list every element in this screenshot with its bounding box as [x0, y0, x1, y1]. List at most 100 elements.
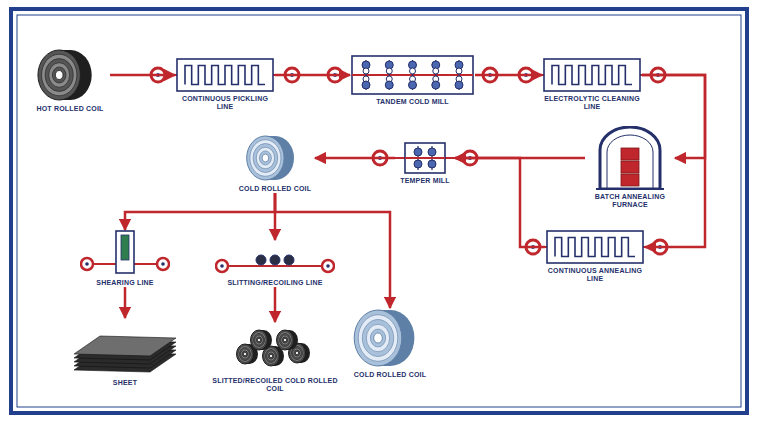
slit-icon	[216, 255, 334, 272]
equipment-icon	[30, 48, 110, 102]
process-node: SLITTING/RECOILING LINE	[215, 240, 335, 287]
coil-wrap	[362, 320, 393, 357]
coldcoil-icon	[354, 310, 414, 366]
coil-wrap	[250, 140, 281, 177]
strip-loop	[555, 237, 635, 256]
process-label: COLD ROLLED COIL	[350, 371, 430, 379]
mill-roll	[455, 81, 463, 89]
flow-connector	[315, 157, 395, 160]
process-label: TANDEM COLD MILL	[350, 98, 475, 106]
coil-wrap	[370, 329, 385, 347]
furnace-base	[596, 188, 664, 190]
process-node: COLD ROLLED COIL	[235, 134, 315, 193]
process-label: CONTINUOUS PICKLING LINE	[175, 95, 275, 111]
flow-connector	[125, 193, 275, 230]
process-node: COLD ROLLED COIL	[350, 308, 430, 379]
equipment-icon	[350, 55, 475, 95]
mill-roll	[428, 148, 436, 156]
mill-roll	[428, 160, 436, 168]
mill-roll	[433, 68, 439, 74]
mill-roll	[409, 81, 417, 89]
coil-wrap	[279, 333, 290, 346]
coil-wrap	[264, 348, 278, 365]
mill-roll	[410, 68, 416, 74]
reel-hub	[161, 262, 165, 266]
coil-wrap	[45, 59, 73, 92]
coil-wrap	[252, 332, 266, 349]
coil-eye	[262, 154, 269, 162]
process-node: SLITTED/RECOILED COLD ROLLED COIL	[210, 322, 340, 393]
coil-face	[277, 330, 294, 350]
reel	[81, 258, 93, 270]
coil-wrap	[49, 63, 70, 88]
mill-roll	[414, 160, 422, 168]
furnace-inner	[607, 135, 653, 189]
mill-roll	[363, 68, 369, 74]
coil-face	[247, 136, 284, 180]
mill-roll	[385, 81, 393, 89]
coil-wrap	[52, 67, 66, 83]
process-label: ELECTROLYTIC CLEANING LINE	[542, 95, 642, 111]
equipment-icon	[585, 126, 675, 190]
coil-wrap	[242, 351, 247, 357]
process-label: CONTINUOUS ANNEALING LINE	[545, 267, 645, 283]
mill-roll	[432, 81, 440, 89]
inner-frame	[17, 15, 741, 407]
coil-face	[38, 50, 80, 100]
process-node: CONTINUOUS ANNEALING LINE	[545, 230, 645, 283]
process-label: SHEARING LINE	[80, 279, 170, 287]
mill-roll	[362, 81, 370, 89]
equipment-icon	[215, 240, 335, 276]
process-label: SLITTING/RECOILING LINE	[215, 279, 335, 287]
coil-face	[237, 344, 254, 364]
sheet-icon	[74, 336, 176, 372]
flow-connector	[475, 74, 542, 77]
flow-connector	[275, 193, 390, 308]
mill-roll	[456, 68, 462, 74]
coil-stack	[621, 148, 639, 160]
coil-stack	[621, 174, 639, 186]
mill-roll	[386, 68, 392, 74]
equipment-icon	[175, 58, 275, 92]
strip-line	[395, 157, 455, 159]
coil-wrap	[293, 348, 301, 358]
coil-wrap	[294, 350, 299, 356]
coil-wrap	[282, 337, 287, 343]
coil-wrap	[253, 143, 278, 172]
coil-wrap	[366, 324, 389, 351]
temper-box	[405, 143, 445, 173]
flow-connector	[455, 158, 545, 247]
coldcoil-icon	[247, 136, 294, 180]
wave-icon	[175, 59, 275, 91]
slitter-knife	[256, 255, 266, 265]
equipment-icon	[210, 322, 340, 374]
shear-icon	[81, 231, 169, 273]
equipment-icon	[395, 142, 455, 174]
process-label: TEMPER MILL	[395, 177, 455, 185]
process-node: TEMPER MILL	[395, 142, 455, 185]
slitcoils-icon	[237, 330, 311, 366]
strip-loop	[185, 65, 265, 84]
equipment-icon	[542, 58, 642, 92]
coil-wrap	[265, 349, 276, 362]
strip-line	[405, 157, 445, 159]
coil-wrap	[259, 151, 271, 165]
strip-loop	[552, 65, 632, 84]
coil-eye	[295, 351, 298, 355]
reel-hub	[326, 264, 330, 268]
coil-eye	[283, 338, 286, 342]
coil-face	[251, 330, 268, 350]
process-node: SHEARING LINE	[80, 230, 170, 287]
process-node: SHEET	[70, 318, 180, 387]
coil-face	[354, 310, 402, 366]
coil-wrap	[241, 349, 249, 359]
coil-eye	[243, 352, 246, 356]
process-node: CONTINUOUS PICKLING LINE	[175, 58, 275, 111]
process-box	[544, 59, 640, 91]
mill-roll	[414, 148, 422, 156]
process-node: ELECTROLYTIC CLEANING LINE	[542, 58, 642, 111]
process-box	[547, 231, 643, 263]
coil-wrap	[268, 353, 273, 359]
process-label: HOT ROLLED COIL	[30, 105, 110, 113]
